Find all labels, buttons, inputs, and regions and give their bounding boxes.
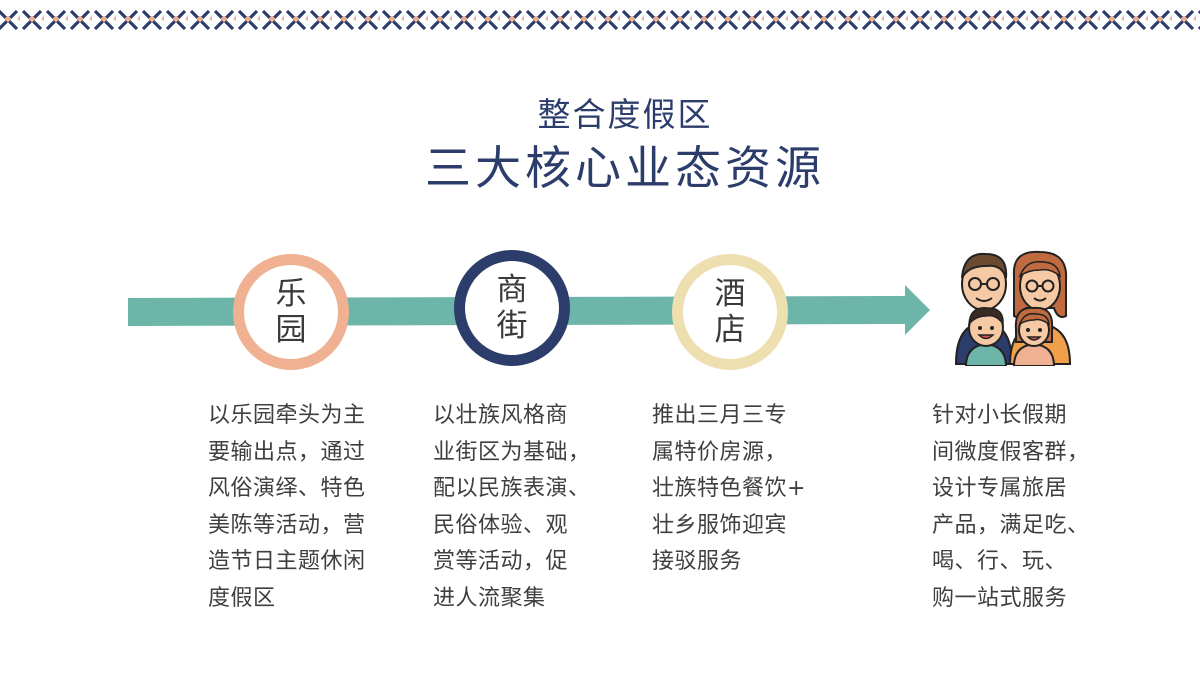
description-park: 以乐园牵头为主 要输出点，通过 风俗演绎、特色 美陈等活动，营 造节日主题休闲 … [208, 403, 366, 611]
node-park-label: 乐园 [275, 276, 307, 348]
description-street: 以壮族风格商 业街区为基础， 配以民族表演、 民俗体验、观 赏等活动，促 进人流… [433, 403, 591, 611]
decorative-pattern-border [0, 0, 1200, 40]
node-park: 乐园 [233, 254, 349, 370]
subtitle: 整合度假区 [537, 95, 713, 134]
node-street: 商街 [454, 250, 570, 366]
description-hotel: 推出三月三专 属特价房源， 壮族特色餐饮+ 壮乡服饰迎宾 接驳服务 [652, 403, 806, 574]
node-hotel-label: 酒店 [714, 276, 746, 348]
family-icon [954, 250, 1072, 366]
node-hotel: 酒店 [672, 254, 788, 370]
description-family: 针对小长假期 间微度假客群， 设计专属旅居 产品，满足吃、 喝、行、玩、 购一站… [932, 403, 1090, 611]
page-title: 三大核心业态资源 [425, 141, 825, 195]
node-street-label: 商街 [496, 272, 528, 344]
